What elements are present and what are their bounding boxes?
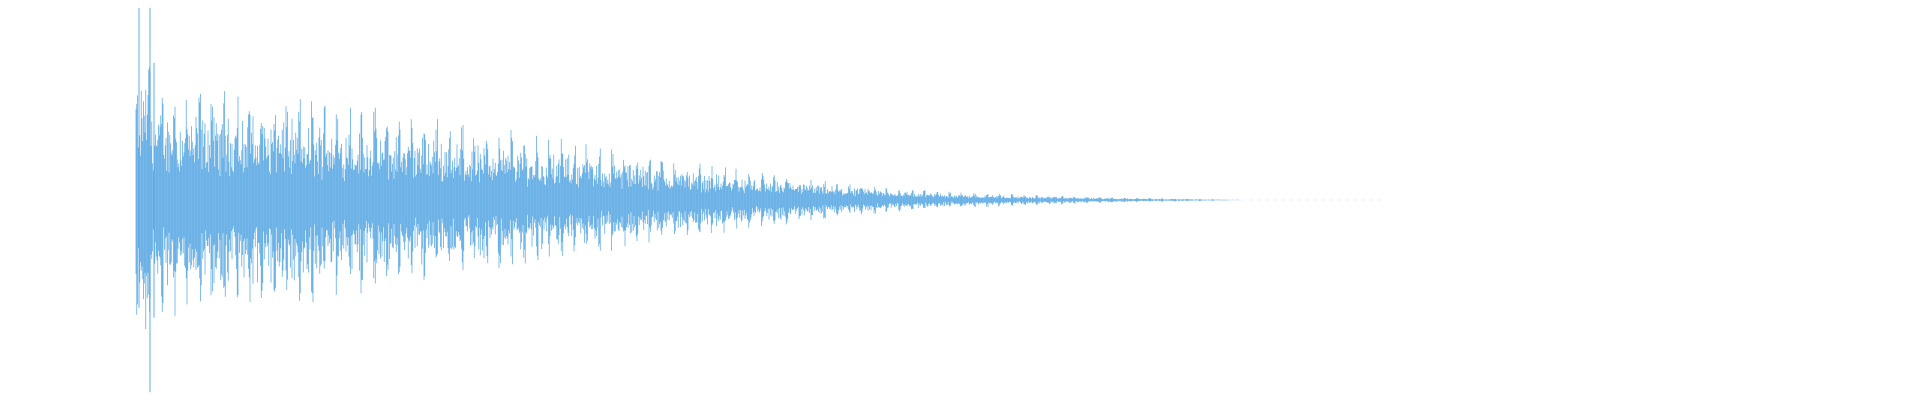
waveform-series: [135, 7, 1382, 393]
